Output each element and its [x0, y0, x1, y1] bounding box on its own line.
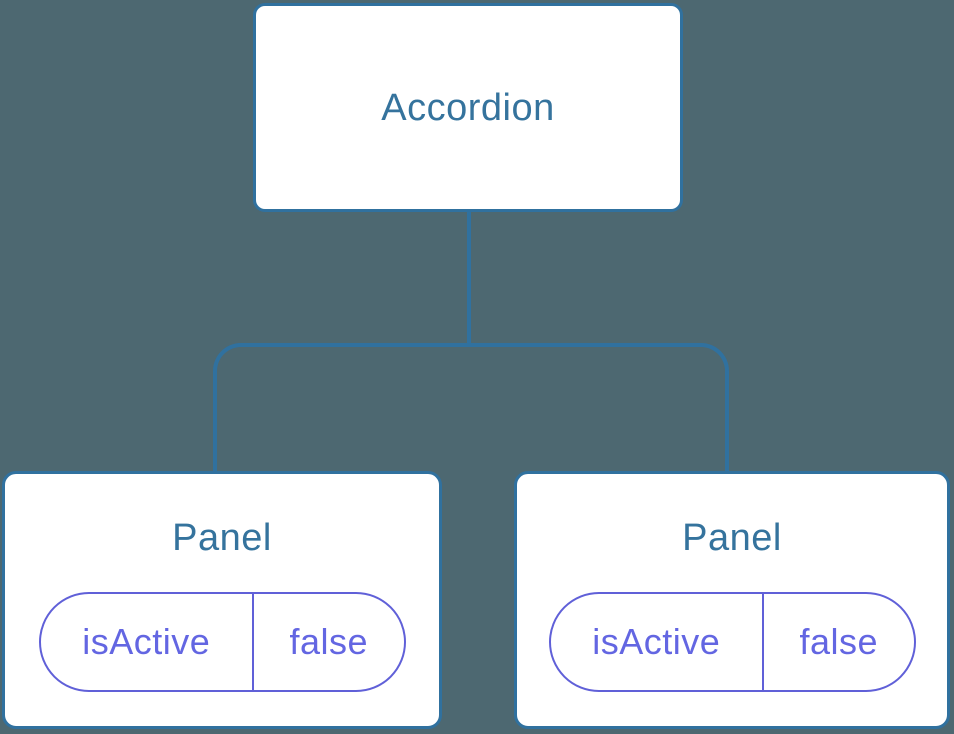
node-title-panel: Panel [682, 517, 782, 559]
state-pill: isActive false [548, 592, 916, 692]
state-value: false [289, 621, 369, 662]
state-key: isActive [551, 594, 765, 690]
node-title-panel: Panel [172, 517, 272, 559]
component-node-panel-2: Panel isActive false [514, 471, 950, 729]
component-node-panel-1: Panel isActive false [2, 471, 442, 729]
connector-stem [467, 210, 471, 347]
node-title-accordion: Accordion [381, 86, 555, 129]
state-pill: isActive false [38, 592, 406, 692]
connector-bracket [213, 343, 729, 471]
component-node-accordion: Accordion [253, 3, 683, 212]
state-key: isActive [41, 594, 255, 690]
state-value: false [799, 621, 879, 662]
